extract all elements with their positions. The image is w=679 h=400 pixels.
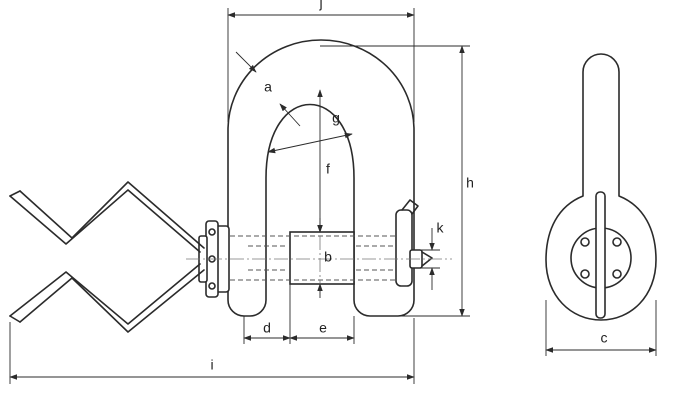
- label-g: g: [332, 110, 340, 126]
- label-a: a: [264, 79, 272, 95]
- label-h: h: [466, 175, 474, 191]
- end-view-body: [545, 53, 657, 321]
- pin-body: [289, 231, 355, 285]
- label-b: b: [324, 249, 332, 265]
- label-f: f: [326, 161, 330, 177]
- dim-line-g: [267, 132, 353, 154]
- dimensions: [9, 8, 657, 384]
- clip-wire-lower: [9, 263, 201, 325]
- shackle-end-view: [545, 53, 657, 321]
- dim-line-a: [235, 51, 257, 73]
- label-k: k: [437, 220, 445, 236]
- label-i: i: [210, 357, 213, 373]
- label-e: e: [319, 320, 327, 336]
- label-c: c: [601, 330, 608, 346]
- end-view-cotter: [595, 191, 606, 319]
- shackle-bow: [227, 39, 415, 317]
- shackle-side-view: [186, 39, 452, 317]
- label-d: d: [263, 320, 271, 336]
- dimension-labels: a b c d e f g h i j k: [210, 0, 607, 373]
- safety-clip: [9, 181, 205, 333]
- clip-wire-upper: [9, 189, 201, 253]
- label-j: j: [318, 0, 322, 11]
